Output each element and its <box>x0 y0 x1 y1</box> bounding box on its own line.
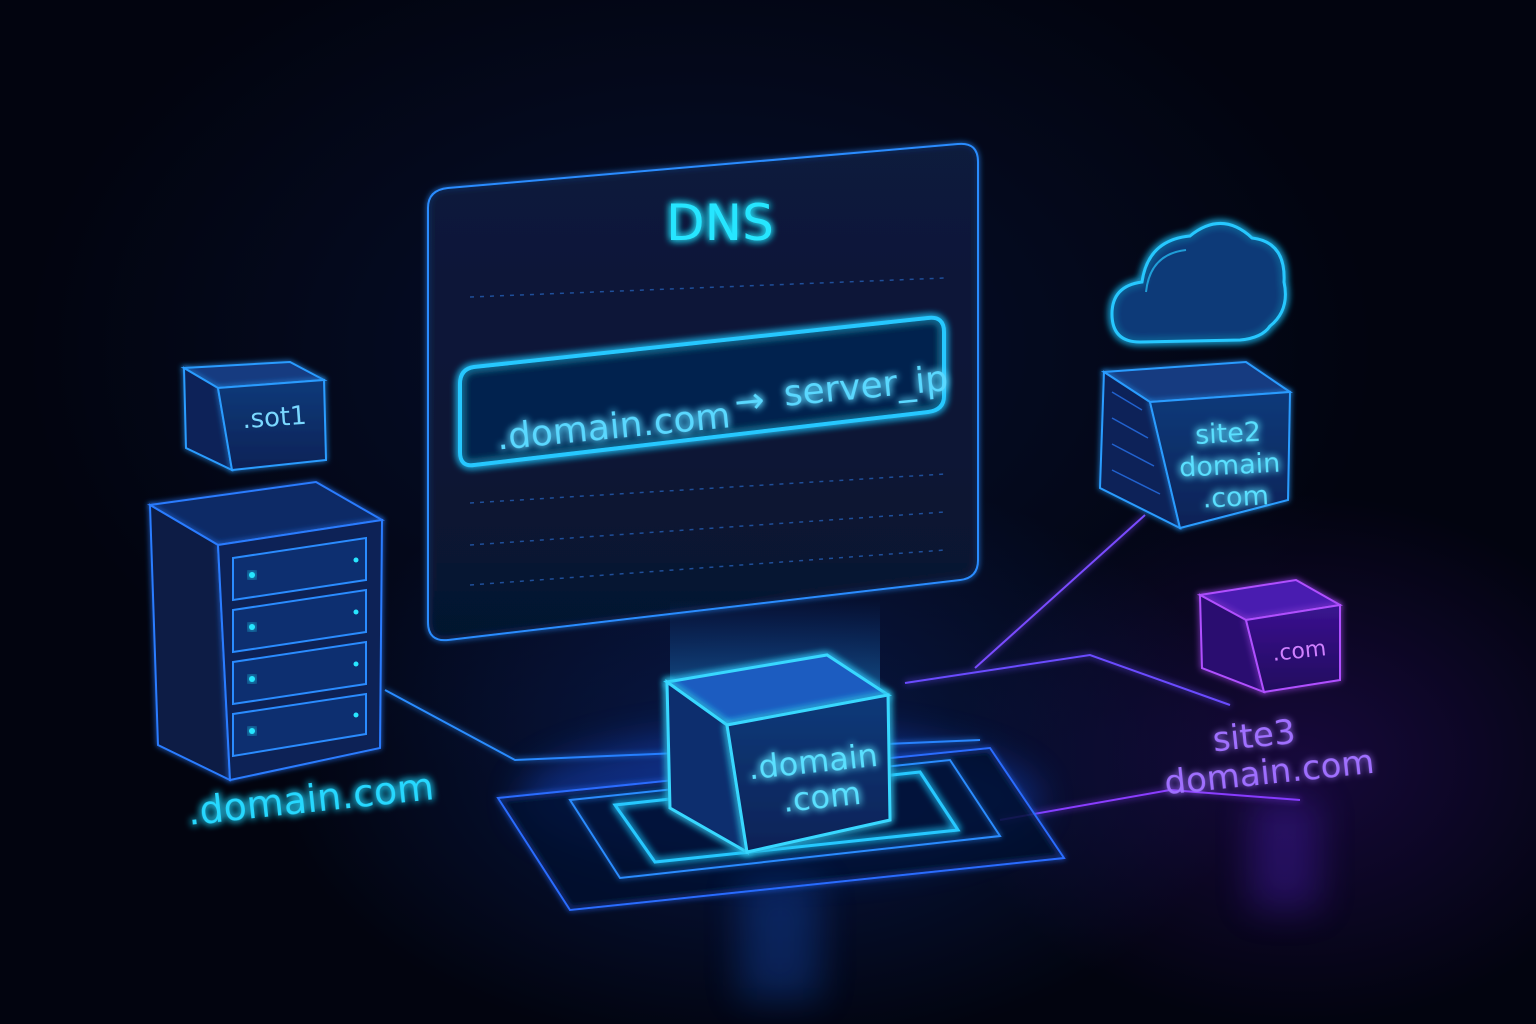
site2-box: site2 domain .com <box>1098 360 1293 530</box>
link-center-site3 <box>904 653 1231 706</box>
dns-panel-title: DNS <box>666 194 774 252</box>
server-drive-bays <box>232 536 367 758</box>
link-center-site2 <box>974 514 1146 669</box>
center-box-line2: .com <box>781 774 863 820</box>
site3-label-line1: site3 <box>1211 712 1298 760</box>
site2-box-line2: domain <box>1178 447 1281 483</box>
cloud-icon <box>1110 222 1287 344</box>
svg-text:.domain .com: .domain .com <box>746 735 893 823</box>
site3-box: .com <box>1196 578 1343 694</box>
slot-box-label: .sot1 <box>241 401 307 435</box>
site2-side-slots <box>1111 391 1161 495</box>
svg-text:site2 domain .com: site2 domain .com <box>1177 415 1292 516</box>
center-domain-box: .domain .com <box>663 653 893 855</box>
link-platform-site3 <box>999 788 1301 821</box>
site2-box-line1: site2 <box>1194 416 1261 450</box>
site3-box-label: .com <box>1271 636 1327 667</box>
slot-box: .sot1 <box>180 360 328 472</box>
site2-box-line3: .com <box>1202 480 1270 514</box>
dns-record-arrow: → <box>733 380 767 424</box>
dns-record: .domain.com → server_ip <box>458 315 950 468</box>
server-rack-icon <box>147 480 385 782</box>
svg-text:site3 domain.com: site3 domain.com <box>1158 704 1376 804</box>
floor-reflections <box>740 800 1320 1000</box>
dns-panel: DNS .domain.com → server_ip <box>427 142 979 642</box>
